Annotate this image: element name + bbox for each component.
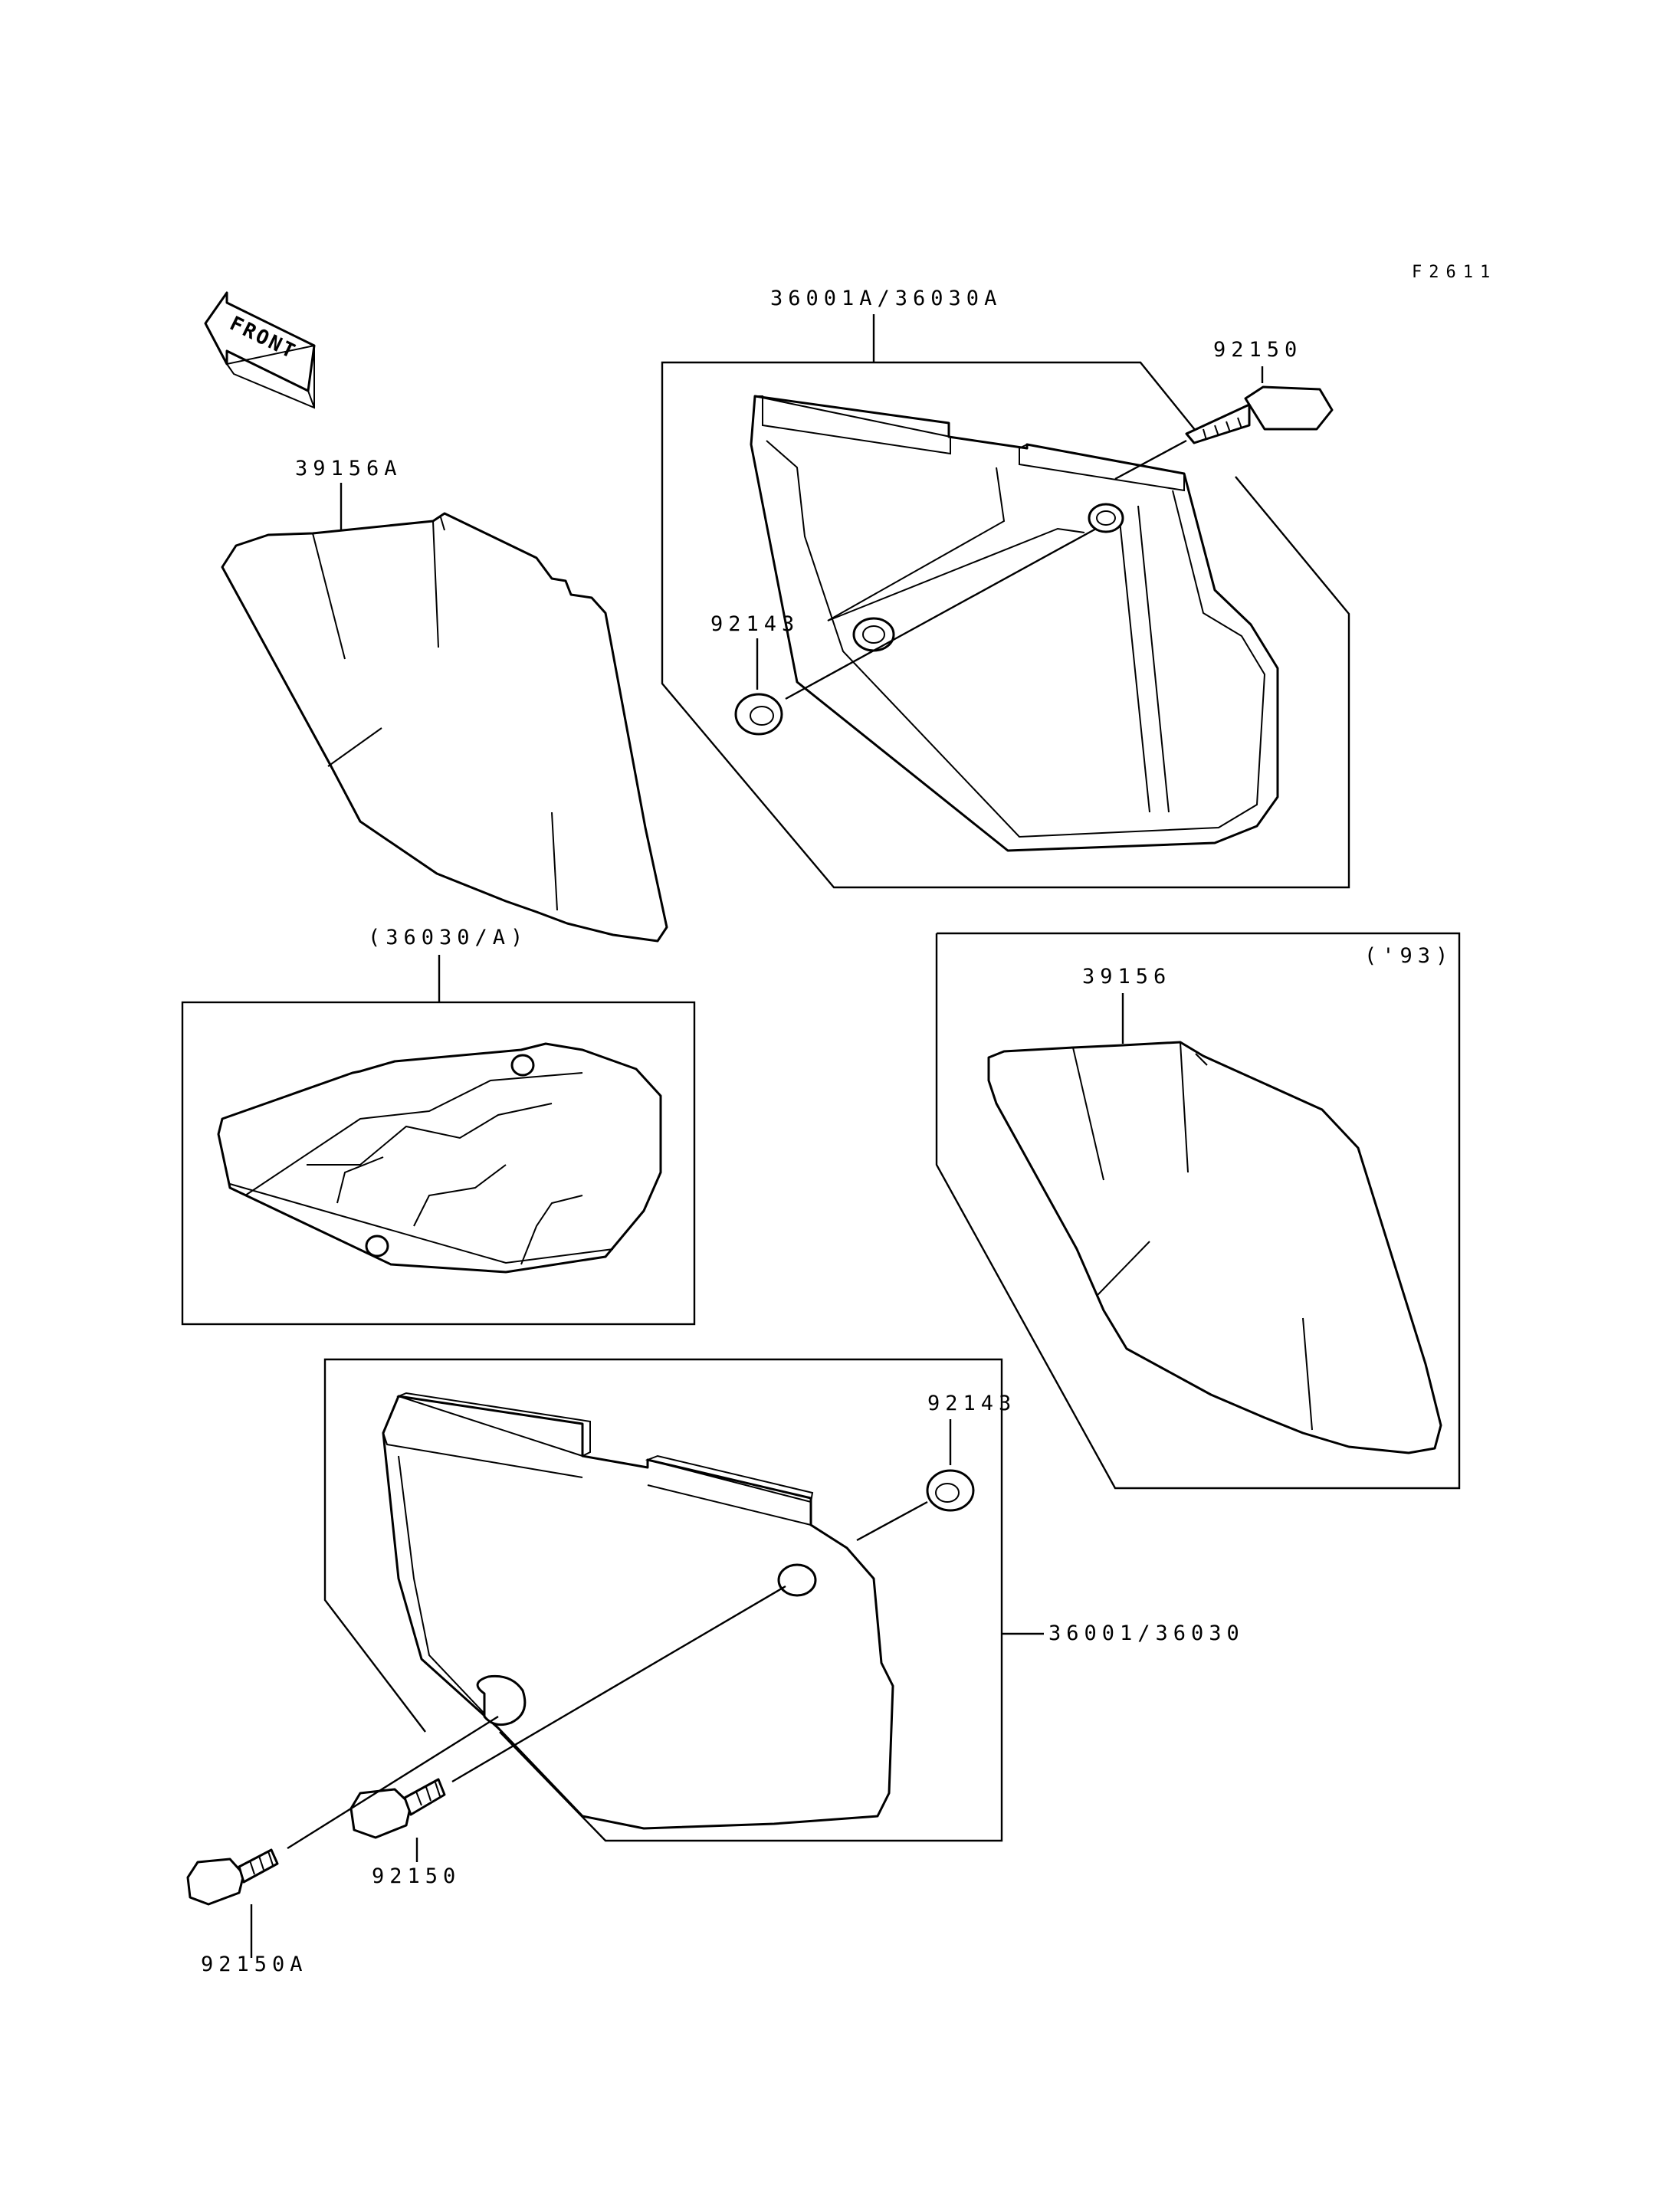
callout-cover-b: 36001/36030: [1048, 1622, 1245, 1645]
frame-cover-a: [661, 361, 1350, 889]
callout-grommet-top: 92143: [710, 612, 799, 636]
grommet-top-icon: [734, 693, 783, 736]
year-note: ('93): [1364, 944, 1453, 968]
pad-left: [221, 512, 668, 943]
pad-right: [987, 1041, 1442, 1454]
figure-code: F2611: [1412, 263, 1497, 282]
callout-pad-left: 39156A: [295, 457, 402, 480]
side-cover-b: [382, 1392, 894, 1830]
callout-inset: (36030/A): [368, 926, 528, 949]
grommet-bottom-icon: [926, 1469, 975, 1512]
callout-bolt-top: 92150: [1213, 338, 1302, 362]
bolt-bottom-icon: [349, 1778, 446, 1839]
callout-grommet-bottom: 92143: [927, 1392, 1016, 1415]
decal-cover-inset: [217, 1042, 662, 1274]
callout-cover-a: 36001A/36030A: [770, 287, 1002, 310]
side-cover-a: [750, 395, 1279, 852]
front-arrow-icon: FRONT: [204, 291, 316, 409]
bolt-a-icon: [186, 1848, 279, 1906]
callout-bolt-bottom: 92150: [372, 1864, 461, 1888]
bolt-top-icon: [1185, 385, 1334, 444]
frame-cover-b: [323, 1358, 1003, 1842]
frame-inset: [181, 1001, 696, 1326]
callout-pad-right: 39156: [1082, 965, 1171, 989]
callout-bolt-a: 92150A: [201, 1953, 308, 1976]
